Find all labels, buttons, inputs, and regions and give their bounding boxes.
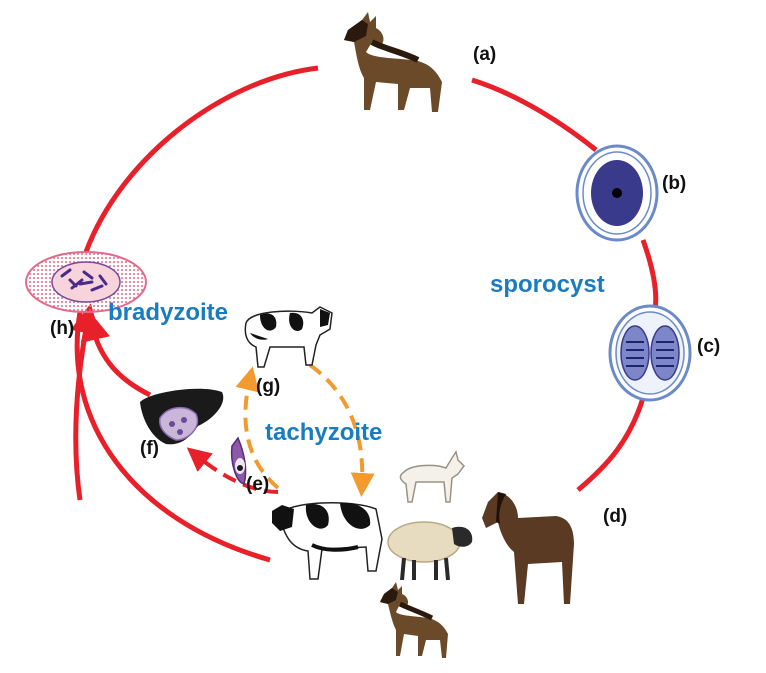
label-c: (c): [697, 336, 720, 357]
tachyzoite-cell-icon: [230, 436, 247, 485]
label-g: (g): [256, 376, 280, 397]
arrow-f-to-h: [80, 310, 152, 398]
label-a: (a): [473, 44, 496, 65]
arrow-orange-down: [308, 363, 375, 497]
cycle-arc-right-bottom: [576, 397, 646, 492]
label-e: (e): [246, 474, 269, 495]
label-d: (d): [603, 506, 627, 527]
stage-label-tachyzoite: tachyzoite: [265, 419, 382, 446]
tissue-cyst-icon: [25, 251, 147, 313]
goat-icon: [399, 450, 465, 503]
cycle-arc-right-top: [471, 77, 598, 152]
label-b: (b): [662, 173, 686, 194]
cow-icon: [244, 306, 333, 368]
dog-icon: [344, 12, 442, 112]
dog-icon: [380, 582, 448, 658]
cycle-arc-left-bottom: [74, 311, 271, 563]
arrow-e-to-f: [186, 447, 279, 494]
label-h: (h): [50, 318, 74, 339]
cycle-arc-left-top: [83, 65, 319, 253]
stage-label-sporocyst: sporocyst: [490, 271, 605, 298]
oocyst-icon: [575, 144, 659, 242]
arrow-orange-up: [235, 366, 280, 490]
infected-tissue-icon: [140, 388, 224, 445]
label-f: (f): [140, 438, 159, 459]
horse-icon: [482, 492, 574, 604]
stage-label-bradyzoite: bradyzoite: [108, 299, 228, 326]
sheep-icon: [387, 521, 473, 581]
host-cow-icon: [272, 502, 383, 580]
sporulated-oocyst-icon: [608, 304, 692, 402]
cycle-arc-right-mid: [640, 239, 659, 311]
